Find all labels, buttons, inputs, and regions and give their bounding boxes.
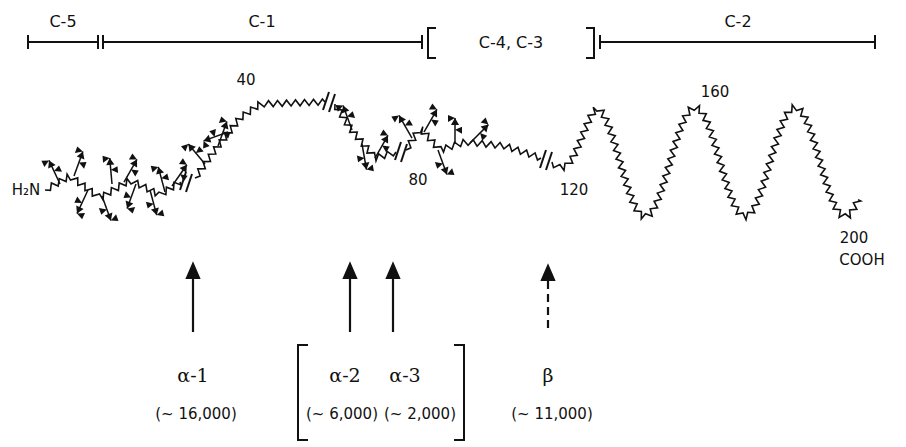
glycan-stem (172, 165, 187, 186)
glycan-stem (399, 115, 412, 138)
sugar-triangle (429, 103, 437, 109)
sugar-triangle (382, 146, 390, 153)
sugar-triangle (481, 125, 489, 133)
sugar-triangle (74, 196, 82, 203)
sugar-triangle (451, 118, 459, 125)
chain-segment (552, 105, 861, 220)
glycan-stem (188, 144, 205, 164)
cleavage-arrows (187, 264, 554, 332)
sugar-triangle (430, 110, 437, 118)
sugar-triangle (111, 214, 119, 221)
residue-number: 40 (234, 72, 257, 89)
sugar-triangle (405, 120, 413, 126)
sugar-triangle (131, 170, 139, 177)
sugar-triangle (441, 167, 449, 175)
fragment-name: α-2 (327, 365, 362, 386)
sugar-triangle (196, 146, 204, 153)
sugar-triangle (48, 160, 55, 168)
sugar-triangle (336, 105, 344, 112)
sugar-triangle (435, 162, 443, 169)
sugar-triangle (480, 133, 487, 141)
sugar-triangle (75, 146, 83, 153)
sugar-triangle (54, 165, 62, 171)
fragment-mass: (~ 16,000) (153, 406, 239, 423)
glycan-stem (470, 125, 488, 143)
sugar-triangle (111, 166, 118, 173)
sugar-triangle (161, 174, 169, 181)
sugar-triangle (76, 206, 83, 214)
sugar-triangle (129, 153, 137, 159)
sugar-triangle (77, 152, 85, 160)
fragment-mass: (~ 2,000) (382, 406, 458, 423)
sugar-triangle (130, 160, 137, 168)
sugar-triangle (361, 162, 369, 170)
region-label: C-4, C-3 (477, 34, 545, 52)
polypeptide-chain (45, 99, 861, 220)
sugar-triangle (219, 116, 227, 123)
residue-number: 120 (558, 182, 591, 199)
sugar-triangle (204, 135, 212, 143)
residue-number: 200 (838, 230, 871, 247)
sugar-triangle (124, 191, 132, 198)
fragment-name: α-3 (387, 365, 422, 386)
sugar-triangle (181, 144, 188, 152)
sugar-triangle (381, 136, 388, 144)
break-marks (180, 92, 552, 192)
sugar-triangle (380, 129, 388, 135)
sugar-triangle (126, 201, 134, 209)
sugar-triangle (347, 111, 355, 118)
sugar-triangle (179, 158, 187, 165)
sugar-triangle (106, 158, 114, 165)
glycan-chains (41, 103, 488, 220)
terminus-label: H₂N (10, 182, 43, 199)
region-bars (28, 28, 875, 58)
sugar-triangle (357, 155, 365, 162)
sugar-triangle (203, 141, 210, 149)
terminus-label: COOH (837, 252, 886, 269)
sugar-triangle (431, 120, 439, 127)
chain-segment (406, 127, 541, 160)
sugar-triangle (221, 122, 229, 130)
residue-number: 80 (406, 172, 429, 189)
region-label: C-2 (722, 13, 753, 31)
fragment-mass: (~ 11,000) (509, 406, 595, 423)
sugar-triangle (105, 213, 113, 221)
chain-segment (335, 104, 396, 161)
sugar-triangle (447, 168, 455, 175)
sugar-triangle (455, 127, 462, 134)
chain-segment (195, 99, 325, 178)
sugar-triangle (79, 162, 87, 169)
sugar-triangle (180, 174, 188, 181)
fragment-mass: (~ 6,000) (304, 406, 380, 423)
sugar-triangle (151, 207, 159, 215)
sugar-triangle (188, 144, 196, 152)
fragment-name: β (541, 365, 556, 386)
sugar-triangle (209, 129, 216, 137)
residue-number: 160 (699, 84, 732, 101)
fragment-bracket (298, 345, 464, 440)
region-label: C-5 (47, 13, 78, 31)
sugar-triangle (127, 207, 135, 214)
sugar-triangle (41, 160, 49, 167)
glycan-stem (49, 160, 60, 184)
sugar-triangle (99, 208, 107, 215)
sugar-triangle (391, 116, 399, 123)
sugar-triangle (146, 202, 154, 209)
sugar-triangle (481, 118, 489, 125)
region-label: C-1 (246, 13, 277, 31)
fragment-name: α-1 (175, 365, 210, 386)
sugar-triangle (156, 167, 164, 175)
sugar-triangle (342, 106, 350, 114)
sugar-triangle (180, 165, 187, 173)
sugar-triangle (399, 116, 406, 124)
sugar-triangle (77, 213, 85, 219)
